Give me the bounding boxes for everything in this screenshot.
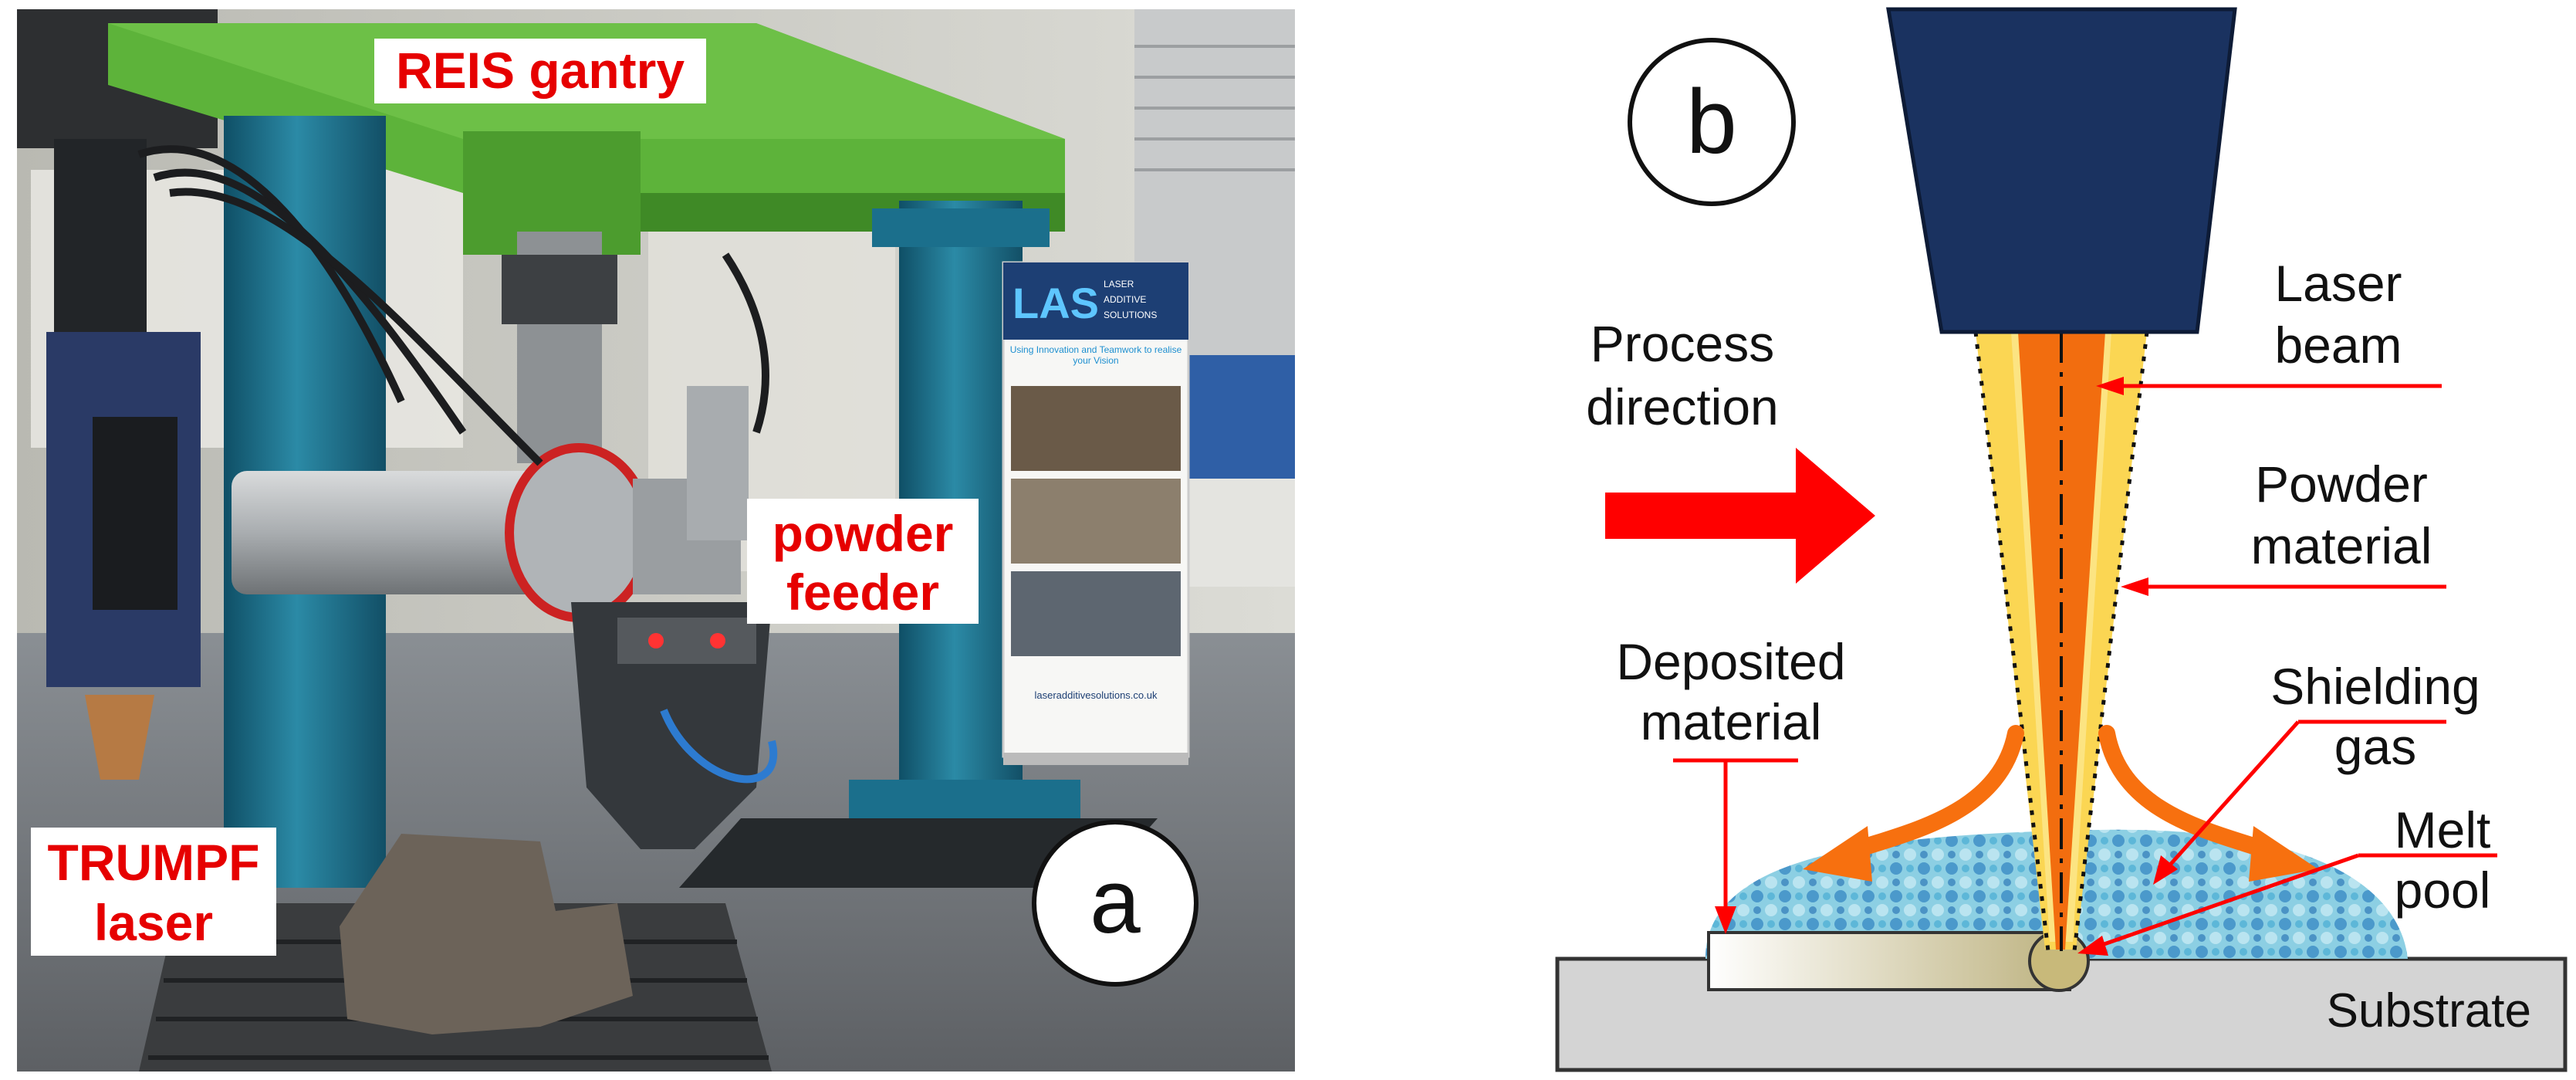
panel-b-badge: [1628, 38, 1796, 206]
laser-label-bg: [31, 828, 276, 956]
laser-label-line1: TRUMPF: [48, 834, 260, 891]
deposited-label-line1: Deposited: [1616, 633, 1845, 690]
gantry-label-bg: [374, 39, 706, 103]
process-direction-arrow: [1605, 448, 1875, 584]
powder-label-line1: Powder: [2255, 455, 2428, 513]
powder-edge-right: [2072, 331, 2149, 952]
banner-subtitle-2: ADDITIVE: [1104, 294, 1146, 305]
banner-logo: LAS: [1012, 279, 1099, 327]
shielding-label-line2: gas: [2334, 718, 2416, 775]
banner-subtitle-3: SOLUTIONS: [1104, 310, 1157, 320]
laser-beam: [2018, 332, 2105, 950]
workpiece: [340, 834, 633, 1034]
banner-tagline: Using Innovation and Teamwork to realise…: [1009, 344, 1182, 366]
feeder-label-bg: [747, 499, 979, 624]
gantry-label: REIS gantry: [396, 42, 685, 99]
process-label-line2: direction: [1586, 378, 1778, 435]
feeder-label-line2: feeder: [786, 564, 939, 621]
robot-arm: [232, 443, 741, 622]
banner-website: laseradditivesolutions.co.uk: [1035, 689, 1158, 701]
panel-b: b Substrate Process direction: [1555, 7, 2568, 1072]
melt-label-line1: Melt: [2395, 801, 2491, 858]
feeder-label-line1: powder: [772, 505, 954, 562]
panel-a: LAS LASER ADDITIVE SOLUTIONS Using Innov…: [17, 9, 1295, 1072]
powder-label-line2: material: [2251, 517, 2432, 574]
laser-beam-label-line2: beam: [2274, 317, 2402, 374]
banner-subtitle-1: LASER: [1104, 279, 1134, 289]
laser-label-line2: laser: [94, 894, 213, 951]
photo: LAS LASER ADDITIVE SOLUTIONS Using Innov…: [17, 9, 1295, 1072]
melt-label-line2: pool: [2395, 862, 2491, 919]
laser-beam-label-line1: Laser: [2274, 255, 2402, 312]
laser-head: [46, 139, 201, 780]
banner-tagline-box: Using Innovation and Teamwork to realise…: [1009, 344, 1182, 366]
deposited-label-line2: material: [1641, 693, 1822, 750]
shielding-leader-d: [2163, 720, 2300, 872]
cables: [137, 145, 769, 466]
nozzle: [1886, 7, 2237, 334]
panel-a-letter: a: [1090, 851, 1141, 953]
substrate-label: Substrate: [2327, 984, 2531, 1038]
base-plate: [679, 818, 1158, 888]
process-label-line1: Process: [1591, 315, 1774, 372]
shielding-gas-arrows: [1803, 725, 2318, 882]
shielding-label-line1: Shielding: [2270, 658, 2480, 715]
deposited-bead: [1707, 931, 2071, 991]
melt-leader-d: [2097, 853, 2359, 949]
panel-a-badge: [1032, 820, 1198, 987]
las-banner: LAS LASER ADDITIVE SOLUTIONS Using Innov…: [1002, 261, 1190, 765]
panel-b-letter: b: [1686, 71, 1737, 173]
powder-edge-left: [1973, 331, 2050, 952]
